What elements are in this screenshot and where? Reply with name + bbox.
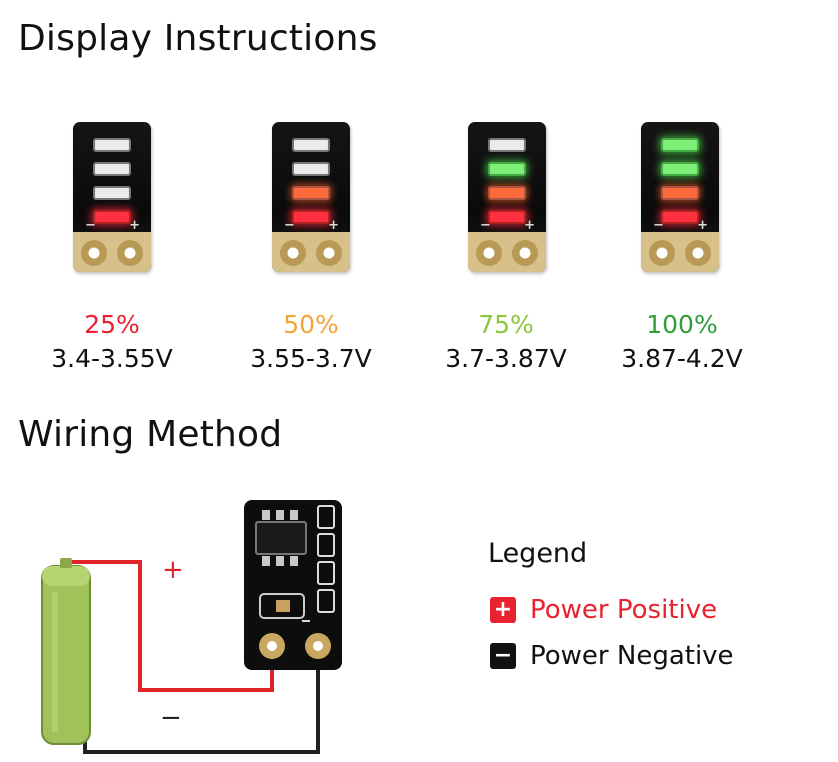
led-1 bbox=[292, 138, 330, 152]
voltage-range-75: 3.7-3.87V bbox=[445, 344, 567, 373]
pcb-board: − + bbox=[468, 122, 546, 272]
led-2 bbox=[488, 162, 526, 176]
solder-pads bbox=[73, 232, 151, 272]
level-label-100: 100% bbox=[646, 310, 718, 339]
legend-item-power-negative: − Power Negative bbox=[490, 640, 734, 672]
legend-item-power-positive: + Power Positive bbox=[490, 594, 717, 626]
led-2 bbox=[292, 162, 330, 176]
positive-pad bbox=[512, 240, 538, 266]
led-4 bbox=[661, 210, 699, 224]
level-label-75: 75% bbox=[478, 310, 534, 339]
led-1 bbox=[661, 138, 699, 152]
positive-pad bbox=[117, 240, 143, 266]
negative-pad bbox=[649, 240, 675, 266]
led-4 bbox=[93, 210, 131, 224]
pcb-board: − + bbox=[272, 122, 350, 272]
led-2 bbox=[661, 162, 699, 176]
plus-icon: + bbox=[490, 597, 516, 623]
wiring-diagram: + − bbox=[41, 500, 342, 754]
level-label-50: 50% bbox=[283, 310, 339, 339]
led-3 bbox=[93, 186, 131, 200]
voltage-range-25: 3.4-3.55V bbox=[51, 344, 173, 373]
solder-pads bbox=[272, 232, 350, 272]
battery bbox=[41, 558, 91, 745]
display-instructions-title: Display Instructions bbox=[18, 18, 378, 59]
legend-label-negative: Power Negative bbox=[530, 641, 734, 671]
indicator-board-50: − + bbox=[272, 122, 350, 279]
positive-pad-mark: + bbox=[129, 218, 140, 233]
indicator-board-75: − + bbox=[468, 122, 546, 279]
negative-pad bbox=[81, 240, 107, 266]
positive-pad bbox=[685, 240, 711, 266]
solder-pads bbox=[468, 232, 546, 272]
led-2 bbox=[93, 162, 131, 176]
voltage-range-50: 3.55-3.7V bbox=[250, 344, 372, 373]
level-label-25: 25% bbox=[84, 310, 140, 339]
pcb-board: − + bbox=[73, 122, 151, 272]
indicator-board-25: − + bbox=[73, 122, 151, 279]
negative-pad-mark: − bbox=[480, 218, 491, 233]
positive-wire-mark: + bbox=[162, 555, 184, 585]
led-1 bbox=[93, 138, 131, 152]
led-1 bbox=[488, 138, 526, 152]
led-4 bbox=[488, 210, 526, 224]
wiring-method-title: Wiring Method bbox=[18, 414, 283, 455]
led-3 bbox=[661, 186, 699, 200]
negative-pad bbox=[476, 240, 502, 266]
positive-pad bbox=[316, 240, 342, 266]
led-3 bbox=[292, 186, 330, 200]
positive-pad-mark: + bbox=[328, 218, 339, 233]
minus-icon: − bbox=[490, 643, 516, 669]
negative-pad-mark: − bbox=[85, 218, 96, 233]
positive-pad-mark: + bbox=[524, 218, 535, 233]
led-3 bbox=[488, 186, 526, 200]
legend-label-positive: Power Positive bbox=[530, 595, 718, 625]
solder-pads bbox=[641, 232, 719, 272]
pcb-board: − + bbox=[641, 122, 719, 272]
negative-pad-mark: − bbox=[653, 218, 664, 233]
positive-wire bbox=[72, 560, 274, 692]
voltage-range-100: 3.87-4.2V bbox=[621, 344, 743, 373]
negative-wire-mark: − bbox=[160, 703, 182, 733]
negative-pad bbox=[280, 240, 306, 266]
negative-wire bbox=[83, 660, 320, 754]
negative-pad-mark: − bbox=[284, 218, 295, 233]
indicator-board-100: − + bbox=[641, 122, 719, 279]
indicator-module bbox=[244, 500, 342, 670]
positive-pad-mark: + bbox=[697, 218, 708, 233]
led-4 bbox=[292, 210, 330, 224]
legend-title: Legend bbox=[488, 538, 588, 569]
